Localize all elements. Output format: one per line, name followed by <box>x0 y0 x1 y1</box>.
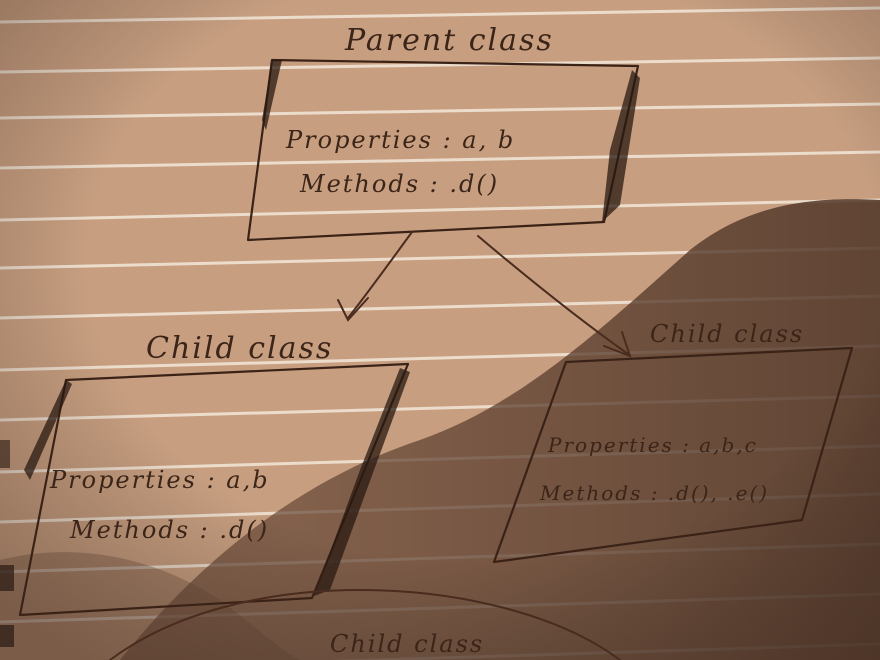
parent-class-title: Parent class <box>344 23 554 58</box>
arrow-left-head <box>337 297 369 322</box>
left-child-properties: Properties : a,b <box>49 466 270 494</box>
left-child-class-node: Child class Properties : a,b Methods : .… <box>18 331 410 617</box>
arrow-to-right-child <box>477 235 629 355</box>
bottom-partial-title: Child class <box>330 630 484 658</box>
right-child-class-node: Child class Properties : a,b,c Methods :… <box>492 320 854 564</box>
right-child-methods: Methods : .d(), .e() <box>539 481 769 505</box>
inheritance-arrows <box>337 231 632 358</box>
parent-class-node: Parent class Properties : a, b Methods :… <box>246 23 640 242</box>
right-child-box <box>492 346 854 564</box>
parent-box-hatching <box>602 70 640 222</box>
bottom-partial-outline <box>109 588 621 660</box>
right-child-title: Child class <box>650 320 804 348</box>
bottom-partial-node: Child class <box>109 588 621 660</box>
left-child-title: Child class <box>146 331 333 366</box>
left-child-box <box>18 362 410 617</box>
left-child-methods: Methods : .d() <box>69 516 269 544</box>
parent-class-box <box>246 58 640 242</box>
parent-properties: Properties : a, b <box>285 126 515 154</box>
left-box-hatching <box>314 368 410 596</box>
parent-box-left-edge-hatching <box>262 60 282 130</box>
parent-methods: Methods : .d() <box>299 170 499 198</box>
arrow-to-left-child <box>347 231 413 319</box>
binder-marks <box>0 440 14 647</box>
right-child-properties: Properties : a,b,c <box>547 433 758 457</box>
arrow-right-head <box>603 331 632 358</box>
left-box-left-edge-hatching <box>24 380 72 480</box>
